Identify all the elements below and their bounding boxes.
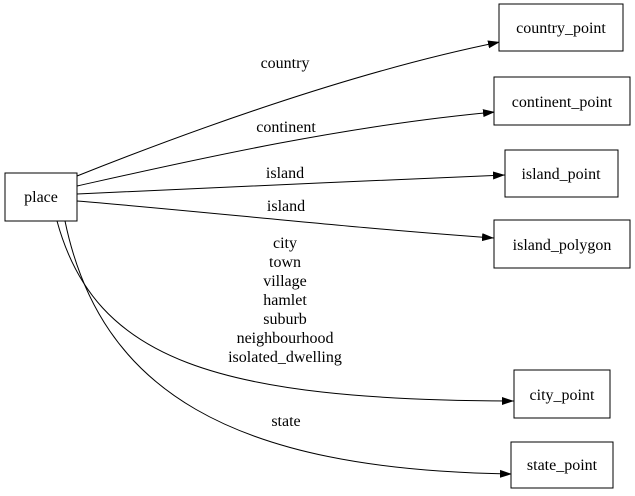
edge-label-group: country continent island island city tow…	[228, 55, 342, 430]
edge-place-city-point	[56, 220, 515, 405]
node-group: place country_point continent_point isla…	[4, 3, 631, 489]
node-state-point-box	[510, 441, 614, 489]
edge-label-suburb: suburb	[263, 311, 307, 328]
node-island-point-label: island_point	[521, 166, 601, 183]
edge-label-hamlet: hamlet	[263, 292, 307, 309]
node-city-point-label: city_point	[530, 387, 595, 404]
edge-label-neighbourhood: neighbourhood	[237, 330, 334, 347]
edge-place-state-point	[64, 220, 513, 478]
edge-group	[56, 40, 515, 478]
edge-label-village: village	[263, 273, 307, 290]
edge-label-state: state	[271, 413, 300, 430]
edge-label-isolated-dwelling: isolated_dwelling	[228, 349, 342, 366]
edge-place-continent-point	[76, 109, 496, 187]
node-country-point: country_point	[498, 3, 624, 52]
edge-place-island-polygon	[76, 200, 495, 242]
node-place-label: place	[24, 189, 58, 206]
edge-place-country-point	[76, 40, 501, 177]
edge-label-country: country	[261, 55, 310, 72]
node-continent-point-label: continent_point	[512, 94, 613, 111]
node-continent-point-box	[493, 76, 631, 126]
edge-label-town: town	[269, 254, 301, 271]
edge-label-continent: continent	[256, 119, 316, 136]
node-island-polygon-label: island_polygon	[513, 237, 612, 254]
node-island-point-box	[504, 149, 619, 198]
node-city-point-box	[513, 369, 611, 419]
node-island-point: island_point	[504, 149, 619, 198]
node-island-polygon-box	[493, 219, 631, 269]
edge-label-city-block: city town village hamlet suburb neighbou…	[228, 235, 342, 366]
edge-place-island-point	[76, 171, 506, 195]
node-place-box	[4, 172, 78, 222]
node-state-point: state_point	[510, 441, 614, 489]
node-country-point-box	[498, 3, 624, 52]
node-state-point-label: state_point	[527, 457, 598, 474]
node-island-polygon: island_polygon	[493, 219, 631, 269]
node-city-point: city_point	[513, 369, 611, 419]
edge-label-island-1: island	[266, 165, 304, 182]
node-country-point-label: country_point	[516, 20, 606, 37]
node-continent-point: continent_point	[493, 76, 631, 126]
edge-label-city: city	[273, 235, 297, 252]
edge-label-island-2: island	[267, 198, 305, 215]
node-place: place	[4, 172, 78, 222]
